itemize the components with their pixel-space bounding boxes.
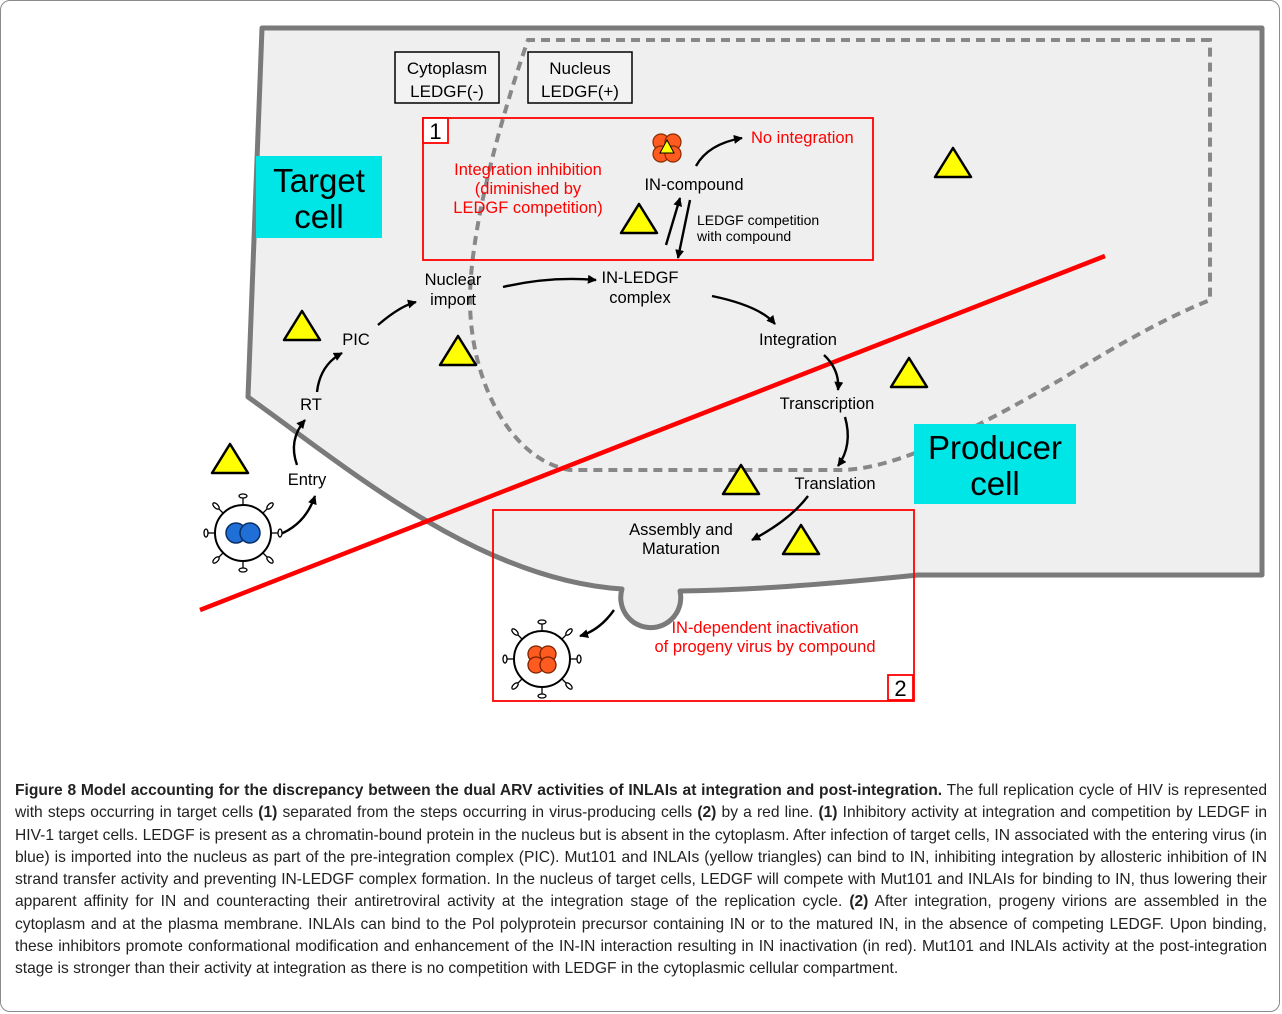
arrow-transcription-to-translation [837, 416, 849, 467]
nucleus-label-box [527, 51, 633, 104]
entering-virus-icon [203, 493, 283, 573]
caption-marker: (1) [258, 804, 278, 822]
cytoplasm-ledgf-label: LEDGF(-) [410, 82, 484, 101]
complex-label: complex [609, 289, 671, 307]
with-compound-label: with compound [696, 228, 791, 244]
arrow-down-to-in-ledgf [675, 199, 692, 259]
integration-inhibition-label: Integration inhibition [454, 161, 602, 179]
caption-text: The full replication cycle of HIV is rep… [15, 782, 1267, 822]
rt-label: RT [300, 396, 322, 414]
progeny-virus-label: of progeny virus by compound [654, 638, 875, 656]
progeny-inactivation-box [492, 509, 915, 702]
inactivation-label: IN-dependent inactivation [671, 619, 858, 637]
no-integration-label: No integration [751, 129, 854, 147]
caption-text: separated from the steps occurring in vi… [277, 804, 698, 822]
translation-label: Translation [794, 475, 875, 493]
integration-inhibition-box [422, 117, 874, 261]
in-ledgf-label: IN-LEDGF [601, 269, 678, 287]
ledgf-competition-red-label: LEDGF competition) [453, 199, 602, 217]
producer-cell-box [914, 424, 1076, 504]
producer-cell-subtitle: cell [970, 465, 1020, 502]
in-compound-label: IN-compound [644, 176, 743, 194]
yellow-triangle-icon [210, 442, 250, 475]
cytoplasm-label: Cytoplasm [407, 59, 487, 78]
arrow-virus-to-entry [277, 495, 317, 537]
nuclear-label: Nuclear [425, 271, 482, 289]
caption-marker: (2) [849, 893, 869, 911]
target-cell-title: Target [273, 162, 365, 199]
arrow-rt-to-pic [315, 351, 343, 393]
integration-label: Integration [759, 331, 837, 349]
import-label: import [430, 291, 476, 309]
transcription-label: Transcription [780, 395, 875, 413]
caption-text: After integration, progeny virions are a… [15, 893, 1267, 978]
arrow-compound-to-no-integration [694, 134, 743, 167]
pic-label: PIC [342, 331, 370, 349]
arrow-up-to-in-compound [664, 197, 683, 246]
nucleus-label: Nucleus [549, 59, 610, 78]
box2-number: 2 [894, 676, 906, 701]
target-cell-box [256, 156, 382, 238]
caption-title: Figure 8 Model accounting for the discre… [15, 782, 943, 799]
arrow-pic-to-nuclear [377, 299, 417, 326]
maturation-label: Maturation [642, 540, 720, 558]
producer-cell-title: Producer [928, 429, 1062, 466]
caption-text: by a red line. [716, 804, 819, 822]
arrow-budding-to-progeny [579, 609, 615, 638]
nucleus-ledgf-label: LEDGF(+) [541, 82, 619, 101]
separator-red-line [199, 253, 1106, 613]
figure-caption: Figure 8 Model accounting for the discre… [15, 780, 1267, 981]
box1-number: 1 [429, 119, 441, 144]
caption-marker: (2) [697, 804, 717, 822]
diminished-label: (diminished by [475, 180, 582, 198]
entry-label: Entry [288, 471, 327, 489]
caption-marker: (1) [818, 804, 838, 822]
cytoplasm-label-box [394, 51, 500, 104]
progeny-virus-icon [502, 619, 582, 699]
nucleus-boundary [467, 38, 1212, 472]
arrow-entry-to-rt [292, 419, 306, 466]
box2-number-frame [887, 674, 914, 701]
box1-number-frame [422, 117, 449, 144]
arrow-translation-to-assembly [751, 495, 809, 542]
arrow-in-ledgf-to-integration [711, 294, 776, 325]
in-compound-icon [652, 133, 682, 163]
assembly-label: Assembly and [629, 521, 733, 539]
caption-text: Inhibitory activity at integration and c… [15, 804, 1268, 911]
ledgf-competition-label: LEDGF competition [697, 212, 819, 228]
hiv-replication-diagram: Cytoplasm LEDGF(-) Nucleus LEDGF(+) Targ… [199, 25, 1265, 702]
target-cell-subtitle: cell [294, 198, 344, 235]
arrow-nuclear-to-in-ledgf [502, 274, 597, 289]
arrow-integration-to-transcription [823, 354, 844, 391]
